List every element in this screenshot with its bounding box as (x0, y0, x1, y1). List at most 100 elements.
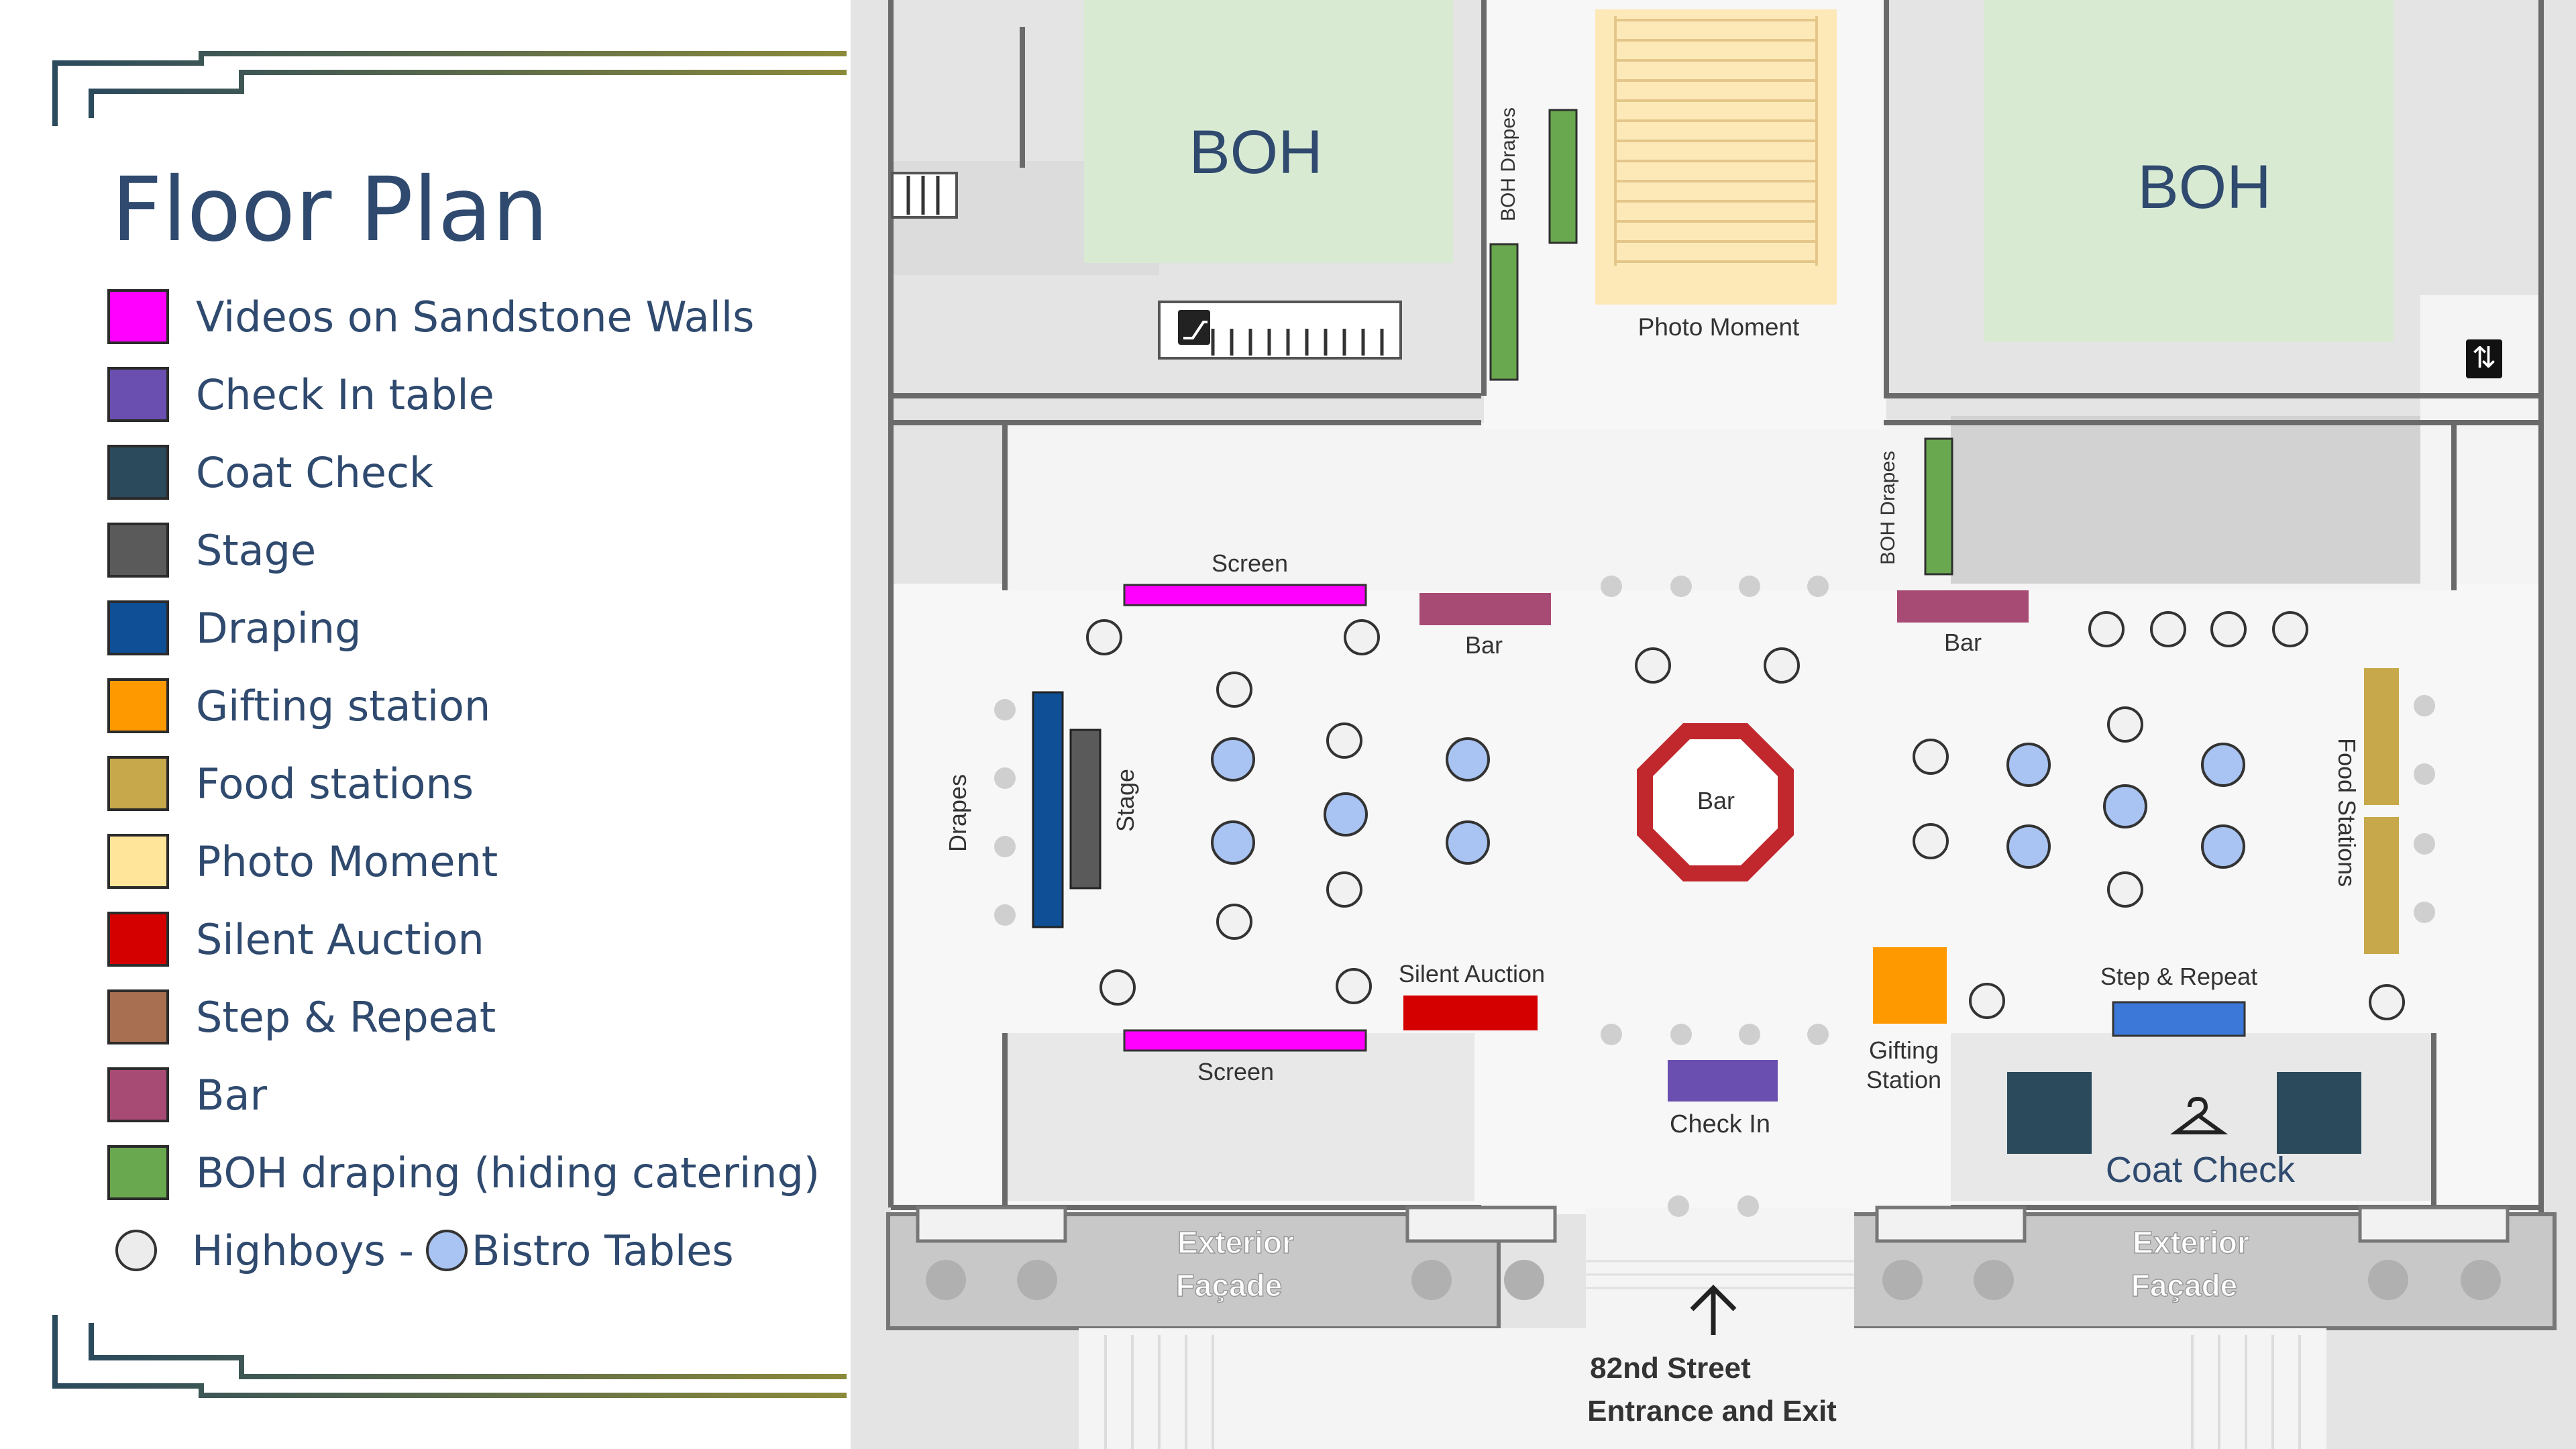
highboy-table (1913, 739, 1949, 775)
entrance-label-2: Entrance and Exit (1587, 1395, 1837, 1428)
highboy-table (2272, 611, 2308, 647)
column (1504, 1260, 1544, 1300)
bistro-table (1446, 820, 1490, 865)
legend-item-boh: BOH draping (hiding catering) (107, 1144, 820, 1201)
facade-right-label-1: Exterior (2133, 1225, 2249, 1260)
boh-drapes-label-2: BOH Drapes (1877, 451, 1899, 565)
highboy-table (2150, 611, 2186, 647)
boh-left-label: BOH (1189, 118, 1322, 186)
right-edge-room (2420, 295, 2541, 584)
bistro-table (2201, 824, 2245, 869)
bistro-table-icon (425, 1230, 468, 1271)
highboy-table (2088, 611, 2125, 647)
legend-item-photo: Photo Moment (107, 833, 498, 890)
legend-item-tables: Highboys - Bistro Tables (115, 1222, 734, 1279)
swatch-coat-check (107, 445, 169, 500)
stage (1069, 729, 1102, 890)
floor-plan: BOH BOH ⇅ Photo (851, 0, 2576, 1449)
highboy-table (1913, 823, 1949, 859)
highboy-table (1344, 619, 1380, 655)
drapes-label: Drapes (944, 774, 971, 852)
lower-left-room (1005, 1033, 1474, 1201)
legend-item-videos: Videos on Sandstone Walls (107, 288, 754, 345)
stage-label: Stage (1112, 769, 1139, 832)
highboy-table (2210, 611, 2247, 647)
legend-label-highboys: Highboys - (192, 1226, 414, 1275)
boh-drape (1548, 109, 1578, 244)
column (1411, 1260, 1452, 1300)
highboy-table (1099, 969, 1136, 1006)
step-repeat-label: Step & Repeat (2100, 963, 2257, 990)
highboy-icon (115, 1230, 157, 1271)
swatch-photo (107, 834, 169, 889)
legend-item-step-repeat: Step & Repeat (107, 989, 496, 1045)
escalator-icon (1178, 310, 1210, 345)
column (1807, 1024, 1829, 1045)
legend-label: Draping (196, 603, 362, 653)
legend-label: Bar (196, 1070, 268, 1120)
legend-label-bistro: Bistro Tables (471, 1226, 734, 1275)
legend-label: Gifting station (196, 681, 491, 731)
highboy-table (2107, 706, 2143, 743)
gifting-station (1873, 947, 1947, 1024)
column (926, 1260, 966, 1300)
boh-drape (1924, 437, 1953, 576)
legend-item-coat-check: Coat Check (107, 444, 433, 500)
column (994, 904, 1016, 926)
swatch-auction (107, 912, 169, 967)
facade-ledge (1405, 1205, 1557, 1243)
legend-label: Stage (196, 525, 317, 575)
step-and-repeat (2112, 1001, 2246, 1037)
boh-drape (1489, 243, 1519, 381)
swatch-stage (107, 523, 169, 578)
facade-left-label-2: Façade (1176, 1268, 1283, 1303)
floor-plan-drawing: BOH BOH ⇅ Photo (851, 0, 2576, 1449)
food-station (2364, 817, 2399, 954)
legend-item-gifting: Gifting station (107, 678, 490, 734)
highboy-table (1326, 722, 1362, 759)
highboy-table (1216, 904, 1252, 940)
bistro-table (2103, 784, 2147, 828)
bistro-table (1446, 737, 1490, 782)
bistro-table (2006, 824, 2051, 869)
column (1670, 1024, 1692, 1045)
page-title: Floor Plan (111, 158, 549, 262)
swatch-food (107, 756, 169, 811)
elevator-icon (2466, 339, 2502, 378)
coat-check-desk (2007, 1072, 2092, 1154)
legend-panel: Floor Plan Videos on Sandstone Walls Che… (0, 0, 851, 1449)
photo-moment (1595, 9, 1837, 305)
column (1882, 1260, 1923, 1300)
bar-right-label: Bar (1944, 629, 1982, 656)
boh-room-left (1084, 0, 1453, 263)
legend-item-check-in: Check In table (107, 366, 494, 423)
food-station (2364, 668, 2399, 805)
gifting-label-1: Gifting (1869, 1036, 1939, 1064)
swatch-check-in (107, 367, 169, 422)
legend-item-bar: Bar (107, 1067, 267, 1123)
column (2414, 902, 2435, 923)
column (1974, 1260, 2014, 1300)
column (2368, 1260, 2408, 1300)
bistro-table (2201, 743, 2245, 787)
center-bar (1637, 723, 1794, 881)
facade-ledge (2358, 1205, 2510, 1243)
column (1668, 1195, 1689, 1217)
legend-item-stage: Stage (107, 522, 316, 578)
screen-bottom-label: Screen (1197, 1058, 1274, 1085)
column (994, 836, 1016, 857)
swatch-gifting (107, 678, 169, 733)
column (1601, 1024, 1622, 1045)
check-in-label: Check In (1670, 1110, 1770, 1138)
legend-label: Coat Check (196, 447, 433, 497)
legend-item-auction: Silent Auction (107, 911, 484, 967)
highboy-table (1635, 647, 1671, 684)
bar-left (1419, 593, 1551, 625)
column (2414, 763, 2435, 785)
highboy-table (1336, 968, 1372, 1004)
hanger-icon (2170, 1096, 2229, 1134)
entrance-label-1: 82nd Street (1590, 1352, 1751, 1385)
facade-left-label-1: Exterior (1177, 1225, 1294, 1260)
entrance-arrow-icon (1690, 1285, 1737, 1335)
elevator-arrows: ⇅ (2472, 341, 2497, 374)
